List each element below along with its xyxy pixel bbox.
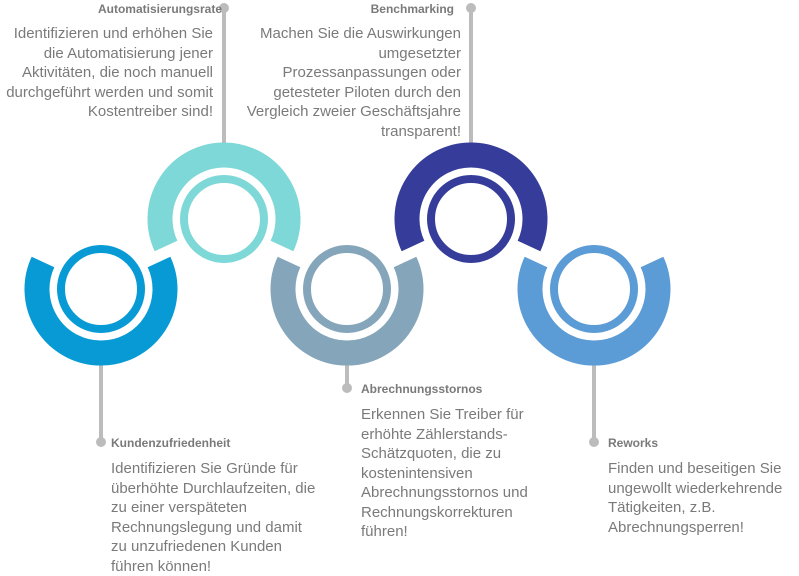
title-benchmarking: Benchmarking <box>370 2 454 16</box>
title-abrechnungsstornos: Abrechnungsstornos <box>361 382 483 396</box>
text-kundenzufriedenheit: Identifizieren Sie Gründe für überhöhte … <box>111 460 316 575</box>
inner-ring-kundenzufriedenheit <box>57 245 145 333</box>
title-reworks: Reworks <box>608 436 659 450</box>
connector-dot-kundenzufriedenheit <box>96 437 106 447</box>
inner-ring-automatisierungsrate <box>180 175 268 263</box>
outer-arc-automatisierungsrate <box>147 142 301 252</box>
outer-arc-reworks <box>517 256 671 366</box>
text-automatisierungsrate: Identifizieren und erhöhen Sie die Autom… <box>6 25 213 120</box>
inner-ring-benchmarking <box>427 175 515 263</box>
connector-dot-abrechnungsstornos <box>342 383 352 393</box>
outer-arc-kundenzufriedenheit <box>24 256 178 366</box>
inner-ring-reworks <box>550 245 638 333</box>
connector-dot-benchmarking <box>466 3 476 13</box>
title-automatisierungsrate: Automatisierungsrate <box>97 2 222 16</box>
outer-arc-benchmarking <box>394 142 548 252</box>
outer-arc-abrechnungsstornos <box>270 256 424 366</box>
connector-dot-reworks <box>589 437 599 447</box>
inner-ring-abrechnungsstornos <box>303 245 391 333</box>
title-kundenzufriedenheit: Kundenzufriedenheit <box>111 436 231 450</box>
text-benchmarking: Machen Sie die Auswirkungen umgesetzter … <box>246 25 461 140</box>
connector-dot-automatisierungsrate <box>219 3 229 13</box>
text-reworks: Finden und beseitigen Sie ungewollt wied… <box>608 460 783 536</box>
text-abrechnungsstornos: Erkennen Sie Treiber für erhöhte Zählers… <box>361 406 528 540</box>
